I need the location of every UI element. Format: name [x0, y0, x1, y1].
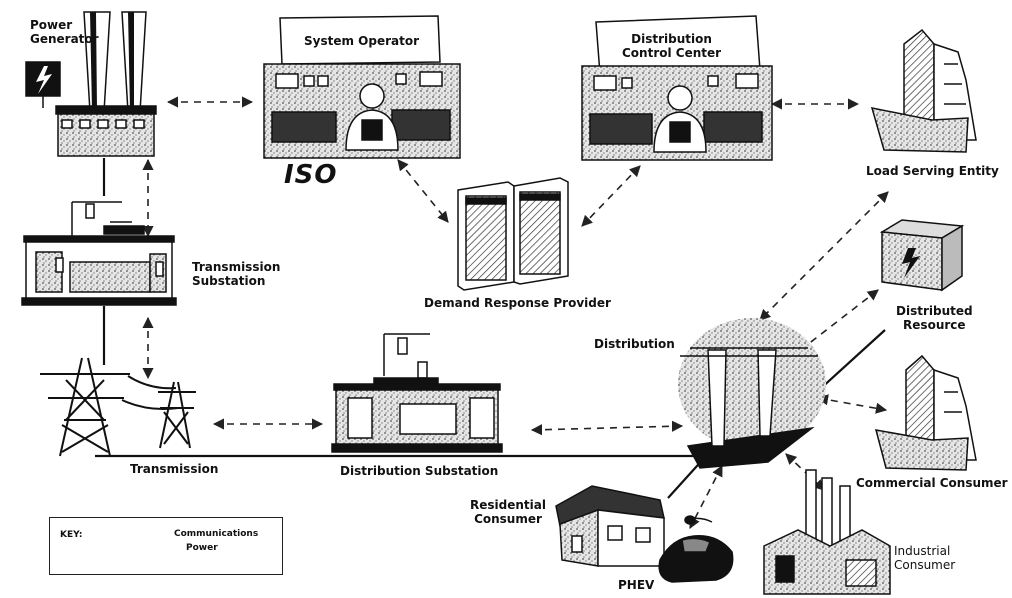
transmission-substation-icon [21, 201, 177, 306]
commercial-consumer-icon [874, 354, 977, 471]
distribution-hub-icon [678, 318, 826, 469]
distribution-control-center-icon [581, 15, 773, 161]
power-generator-label: Power Generator [30, 18, 99, 46]
industrial-consumer-icon [763, 469, 891, 595]
power-generator-icon [25, 11, 157, 157]
phev-car-icon [658, 515, 734, 583]
demand-response-provider-label: Demand Response Provider [424, 296, 611, 310]
distributed-resource-icon [879, 219, 965, 292]
iso-logo: ISO [284, 160, 338, 190]
distributed-resource-label: Distributed Resource [896, 304, 973, 332]
transmission-substation-label: Transmission Substation [192, 260, 281, 288]
system-operator-label: System Operator [304, 34, 420, 48]
key-title: KEY: [60, 530, 83, 540]
transmission-label: Transmission [130, 462, 219, 476]
communication-arrows [142, 96, 889, 529]
residential-consumer-label: Residential Consumer [470, 498, 546, 526]
distribution-substation-label: Distribution Substation [340, 464, 499, 478]
distribution-substation-icon [331, 333, 503, 453]
load-serving-entity-label: Load Serving Entity [866, 164, 999, 178]
key-power-label: Power [186, 543, 218, 553]
key-communications-label: Communications [174, 529, 259, 539]
legend-key: KEY: Communications Power [49, 517, 283, 575]
transmission-towers-icon [40, 357, 196, 457]
server-rack-icon [457, 177, 569, 291]
distribution-control-center-label: Distribution Control Center [622, 32, 722, 60]
phev-label: PHEV [618, 578, 655, 592]
commercial-consumer-label: Commercial Consumer [856, 476, 1008, 490]
residential-consumer-icon [555, 485, 665, 567]
distribution-label: Distribution [594, 337, 675, 351]
industrial-consumer-label: Industrial Consumer [894, 544, 956, 572]
system-operator-icon [263, 15, 461, 159]
load-serving-entity-icon [870, 28, 977, 153]
